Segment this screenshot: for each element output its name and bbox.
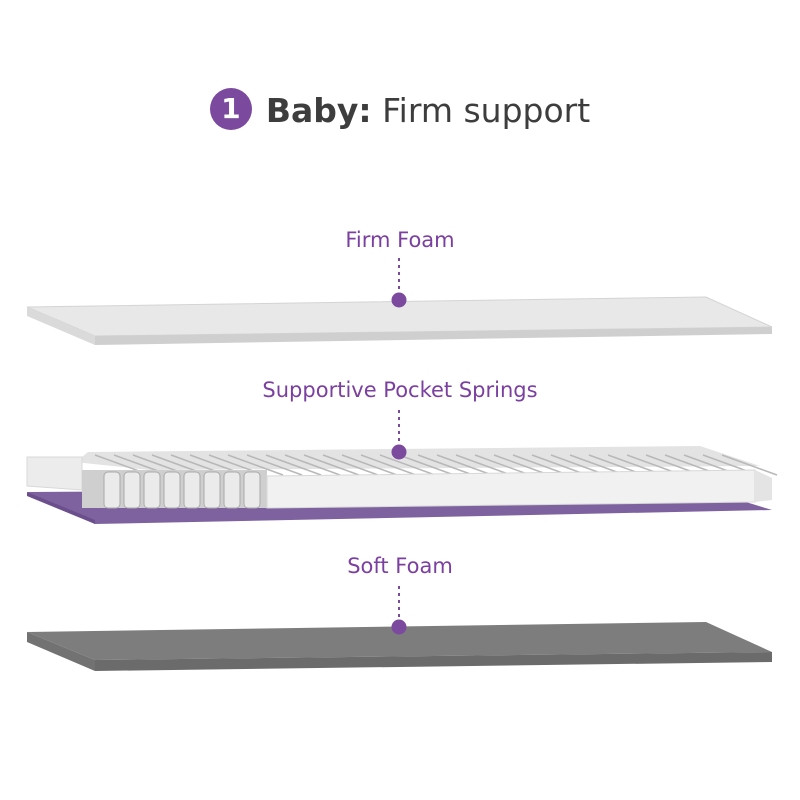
- spring-coil: [203, 471, 221, 509]
- spring-row-line: [417, 454, 474, 476]
- spring-coil: [243, 471, 261, 509]
- soft-foam-layer: [27, 622, 772, 671]
- step-number-badge: 1: [209, 88, 252, 130]
- spring-row-line: [531, 454, 588, 476]
- spring-row-line: [455, 454, 512, 476]
- spring-row-line: [360, 454, 417, 476]
- label-soft-foam: Soft Foam: [347, 554, 453, 578]
- spring-row-line: [398, 454, 455, 476]
- spring-row-line: [265, 454, 322, 476]
- spring-coil: [103, 471, 121, 509]
- page-title: 1 Baby: Firm support: [0, 88, 800, 130]
- spring-row-line: [474, 454, 531, 476]
- spring-row-line: [303, 454, 360, 476]
- spring-coil: [143, 471, 161, 509]
- firm-foam-layer: [26, 296, 773, 345]
- spring-coil: [223, 471, 241, 509]
- pointer-firm-foam: [391, 258, 407, 308]
- spring-row-line: [246, 454, 303, 476]
- pointer-pocket-springs: [391, 410, 407, 460]
- spring-row-line: [341, 454, 398, 476]
- spring-row-line: [227, 454, 284, 476]
- spring-row-line: [512, 454, 569, 476]
- label-firm-foam: Firm Foam: [345, 228, 455, 252]
- spring-row-line: [436, 454, 493, 476]
- label-pocket-springs: Supportive Pocket Springs: [262, 378, 538, 402]
- spring-coil: [163, 471, 181, 509]
- title-rest: Firm support: [371, 91, 591, 130]
- spring-row-line: [493, 454, 550, 476]
- spring-row-line: [322, 454, 379, 476]
- spring-row-line: [379, 454, 436, 476]
- spring-row-line: [721, 454, 778, 476]
- spring-coil: [183, 471, 201, 509]
- pocket-springs-layer: [26, 446, 778, 524]
- spring-coil: [123, 471, 141, 509]
- pointer-soft-foam: [391, 586, 407, 635]
- spring-row-line: [284, 454, 341, 476]
- title-bold: Baby:: [265, 91, 372, 130]
